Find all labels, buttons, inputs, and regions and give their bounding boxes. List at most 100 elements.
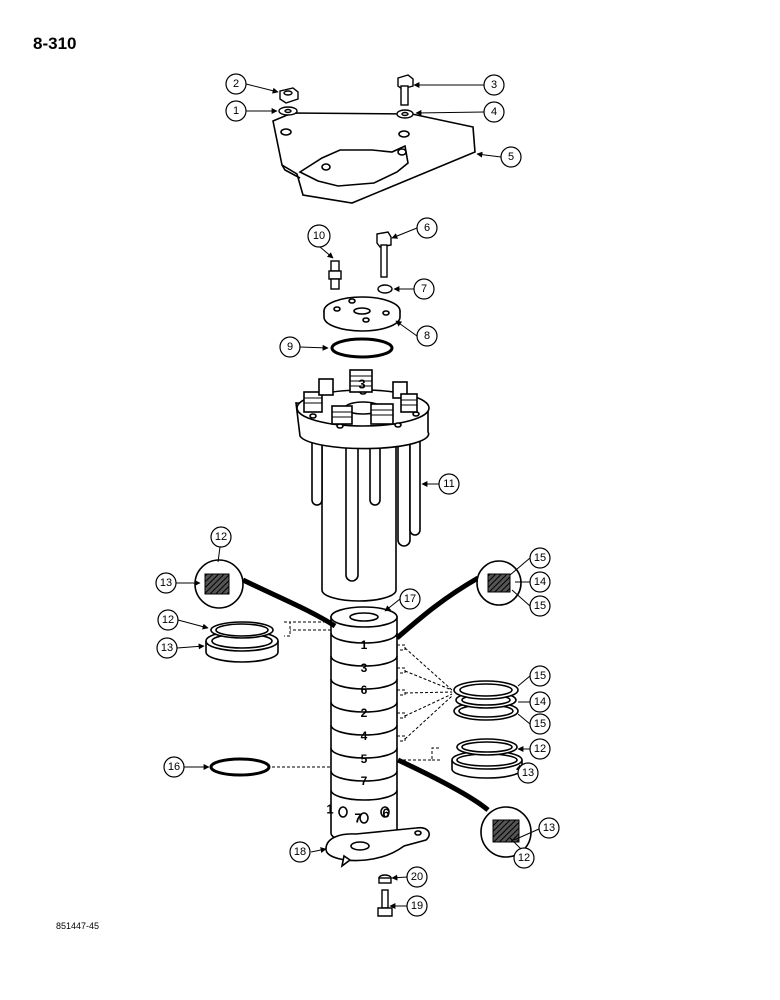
svg-text:10: 10 (313, 230, 325, 242)
svg-text:15: 15 (534, 552, 546, 564)
callout-20: 20 (406, 866, 428, 888)
svg-text:17: 17 (404, 593, 416, 605)
washer (278, 106, 298, 116)
callout-2: 2 (225, 73, 247, 95)
callout-5: 5 (500, 146, 522, 168)
lower-o-ring (209, 757, 271, 777)
callout-15: 15 (529, 595, 551, 617)
section-detail-top-left (194, 559, 337, 629)
section-detail-bottom-right (396, 757, 532, 858)
svg-text:16: 16 (168, 761, 180, 773)
ring-number: 6 (361, 683, 368, 697)
svg-text:18: 18 (294, 846, 306, 858)
callout-13: 13 (155, 572, 177, 594)
swivel-housing (295, 369, 430, 602)
callout-14: 14 (529, 691, 551, 713)
seal-ring-set-bottom (451, 738, 523, 779)
callout-1: 1 (225, 100, 247, 122)
callout-6: 6 (416, 217, 438, 239)
ring-number: 5 (361, 752, 368, 766)
callout-13: 13 (156, 637, 178, 659)
svg-text:3: 3 (491, 79, 497, 91)
svg-text:12: 12 (215, 531, 227, 543)
end-cover (323, 296, 401, 332)
retainer-plate (325, 826, 430, 868)
ring-number: 1 (361, 638, 368, 652)
mounting-plate (272, 112, 476, 204)
plate-bolt (377, 889, 393, 917)
port-label: 7 (354, 811, 361, 826)
callout-16: 16 (163, 756, 185, 778)
nut (279, 87, 299, 104)
ring-number: 7 (361, 774, 368, 788)
spool-ring-numbers: 1 3 6 2 4 5 7 (361, 638, 368, 788)
svg-text:2: 2 (233, 78, 239, 90)
svg-text:9: 9 (287, 341, 293, 353)
section-detail-top-right (395, 560, 522, 640)
callout-13: 13 (517, 762, 539, 784)
callout-15: 15 (529, 713, 551, 735)
callout-13: 13 (538, 817, 560, 839)
grease-fitting (328, 260, 342, 290)
svg-text:12: 12 (162, 614, 174, 626)
callout-12: 12 (157, 609, 179, 631)
callout-17: 17 (399, 588, 421, 610)
svg-text:12: 12 (534, 743, 546, 755)
callout-4: 4 (483, 101, 505, 123)
leader-lines-dashed (272, 621, 453, 768)
port-label: 6 (382, 806, 389, 821)
ring-number: 2 (361, 706, 368, 720)
drawing-code: 851447-45 (56, 921, 100, 931)
port-label: 1 (326, 802, 333, 817)
svg-text:15: 15 (534, 600, 546, 612)
svg-text:20: 20 (411, 871, 423, 883)
svg-text:14: 14 (534, 696, 546, 708)
svg-text:5: 5 (508, 151, 514, 163)
svg-text:15: 15 (534, 718, 546, 730)
ring-number: 3 (361, 661, 368, 675)
callout-12: 12 (210, 526, 232, 548)
seal-ring-set-middle (453, 680, 519, 721)
svg-text:1: 1 (233, 105, 239, 117)
svg-text:19: 19 (411, 900, 423, 912)
svg-text:8: 8 (424, 330, 430, 342)
housing-port-label: 3 (358, 377, 365, 392)
plate-washer (378, 874, 392, 884)
callout-12: 12 (513, 847, 535, 869)
lock-washer (396, 109, 414, 119)
spool-port-labels: 1 7 6 (326, 802, 389, 826)
callout-leaders (176, 82, 531, 909)
swivel-spool (330, 606, 398, 844)
callout-15: 15 (529, 665, 551, 687)
cover-washer (377, 284, 393, 294)
seal-ring-set-top (205, 621, 279, 663)
svg-text:11: 11 (443, 478, 454, 490)
callout-14: 14 (529, 571, 551, 593)
svg-text:14: 14 (534, 576, 546, 588)
callout-15: 15 (529, 547, 551, 569)
callout-18: 18 (289, 841, 311, 863)
o-ring (330, 337, 394, 359)
page-number: 8-310 (33, 34, 77, 53)
callout-7: 7 (413, 278, 435, 300)
bolt (397, 74, 414, 106)
callout-12: 12 (529, 738, 551, 760)
cover-bolt (376, 231, 392, 278)
svg-text:6: 6 (424, 222, 430, 234)
callout-3: 3 (483, 74, 505, 96)
svg-text:13: 13 (543, 822, 555, 834)
svg-text:15: 15 (534, 670, 546, 682)
svg-text:13: 13 (160, 577, 172, 589)
svg-text:7: 7 (421, 283, 427, 295)
svg-text:12: 12 (518, 852, 530, 864)
callout-19: 19 (406, 895, 428, 917)
svg-text:13: 13 (522, 767, 534, 779)
callout-11: 11 (438, 473, 460, 495)
callout-9: 9 (279, 336, 301, 358)
callout-8: 8 (416, 325, 438, 347)
callout-10: 10 (307, 224, 331, 248)
ring-number: 4 (361, 729, 368, 743)
svg-text:13: 13 (161, 642, 173, 654)
svg-text:4: 4 (491, 106, 497, 118)
